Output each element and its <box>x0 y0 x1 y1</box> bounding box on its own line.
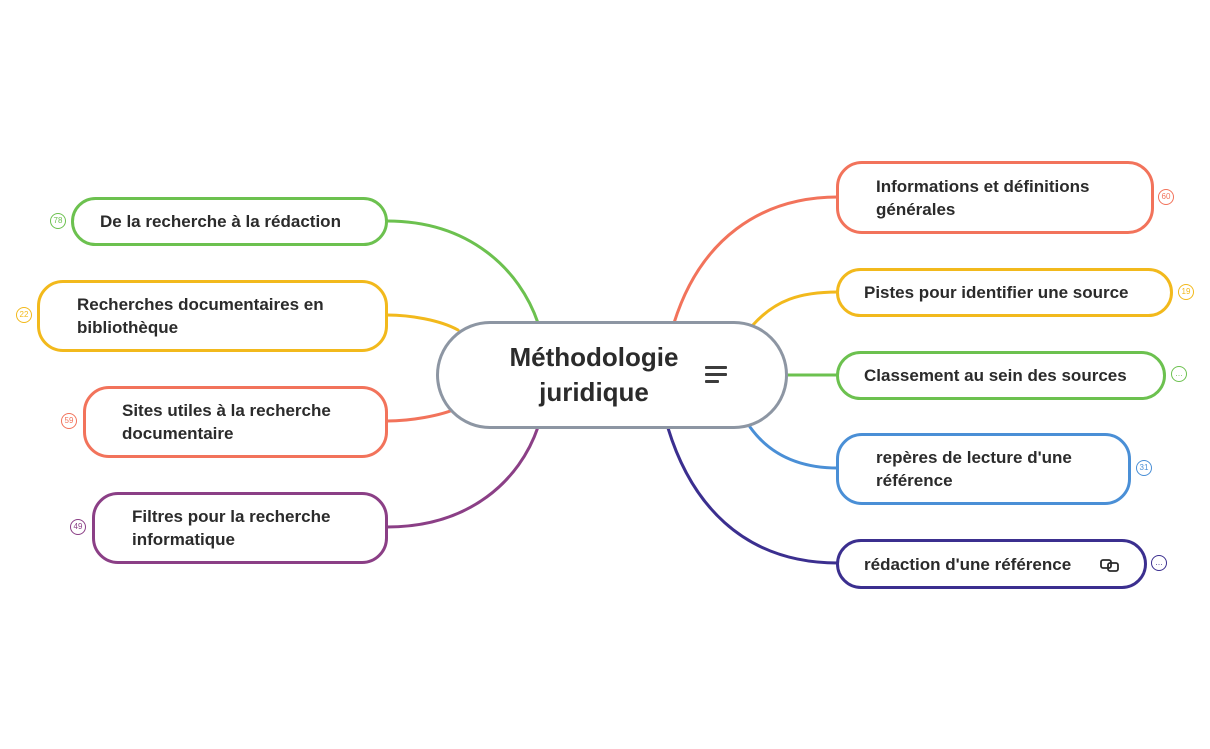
topic-label: repères de lecture d'une référence <box>876 448 1072 490</box>
collapsed-count-badge[interactable]: 49 <box>70 519 86 535</box>
connector-recherches-documentaires <box>385 313 460 332</box>
central-topic-title: Méthodologie juridique <box>509 342 679 407</box>
collapsed-more-badge[interactable]: … <box>1171 366 1187 382</box>
connector-informations <box>672 195 840 325</box>
connector-redaction <box>666 426 840 565</box>
topic-label: rédaction d'une référence <box>864 554 1072 574</box>
topic-label: Informations et définitions générales <box>876 176 1090 219</box>
collapsed-count-badge[interactable]: 19 <box>1178 284 1194 300</box>
collapsed-count-badge[interactable]: 22 <box>16 307 32 323</box>
topic-filtres-recherche-informatique[interactable]: Filtres pour la recherche informatique <box>92 492 388 564</box>
topic-recherches-documentaires[interactable]: Recherches documentaires en bibliothèque <box>37 280 388 352</box>
topic-de-la-recherche-a-la-redaction[interactable]: De la recherche à la rédaction <box>71 197 388 246</box>
link-icon[interactable] <box>1099 556 1121 572</box>
topic-informations-et-definitions[interactable]: Informations et définitions générales <box>836 161 1154 234</box>
topic-label: Filtres pour la recherche informatique <box>132 507 331 549</box>
topic-reperes-de-lecture[interactable]: repères de lecture d'une référence <box>836 433 1131 505</box>
collapsed-count-badge[interactable]: 59 <box>61 413 77 429</box>
topic-label: Sites utiles à la recherche documentaire <box>122 401 331 443</box>
connector-sites-utiles <box>385 406 460 423</box>
connector-reperes <box>748 425 840 470</box>
connector-pistes <box>750 290 840 328</box>
connector-de-la-recherche <box>385 219 540 325</box>
topic-label: Recherches documentaires en bibliothèque <box>77 295 324 337</box>
collapsed-count-badge[interactable]: 78 <box>50 213 66 229</box>
collapsed-more-badge[interactable]: … <box>1151 555 1167 571</box>
central-topic[interactable]: Méthodologie juridique <box>436 321 788 429</box>
topic-sites-utiles[interactable]: Sites utiles à la recherche documentaire <box>83 386 388 458</box>
topic-label: Pistes pour identifier une source <box>864 283 1129 302</box>
topic-pistes-identifier-source[interactable]: Pistes pour identifier une source <box>836 268 1173 317</box>
topic-classement-sources[interactable]: Classement au sein des sources <box>836 351 1166 400</box>
topic-label: Classement au sein des sources <box>864 366 1127 385</box>
connector-filtres <box>385 425 540 529</box>
topic-redaction-reference[interactable]: rédaction d'une référence <box>836 539 1147 589</box>
collapsed-count-badge[interactable]: 60 <box>1158 189 1174 205</box>
collapsed-count-badge[interactable]: 31 <box>1136 460 1152 476</box>
topic-label: De la recherche à la rédaction <box>100 212 341 231</box>
notes-lines-icon[interactable] <box>705 364 729 384</box>
